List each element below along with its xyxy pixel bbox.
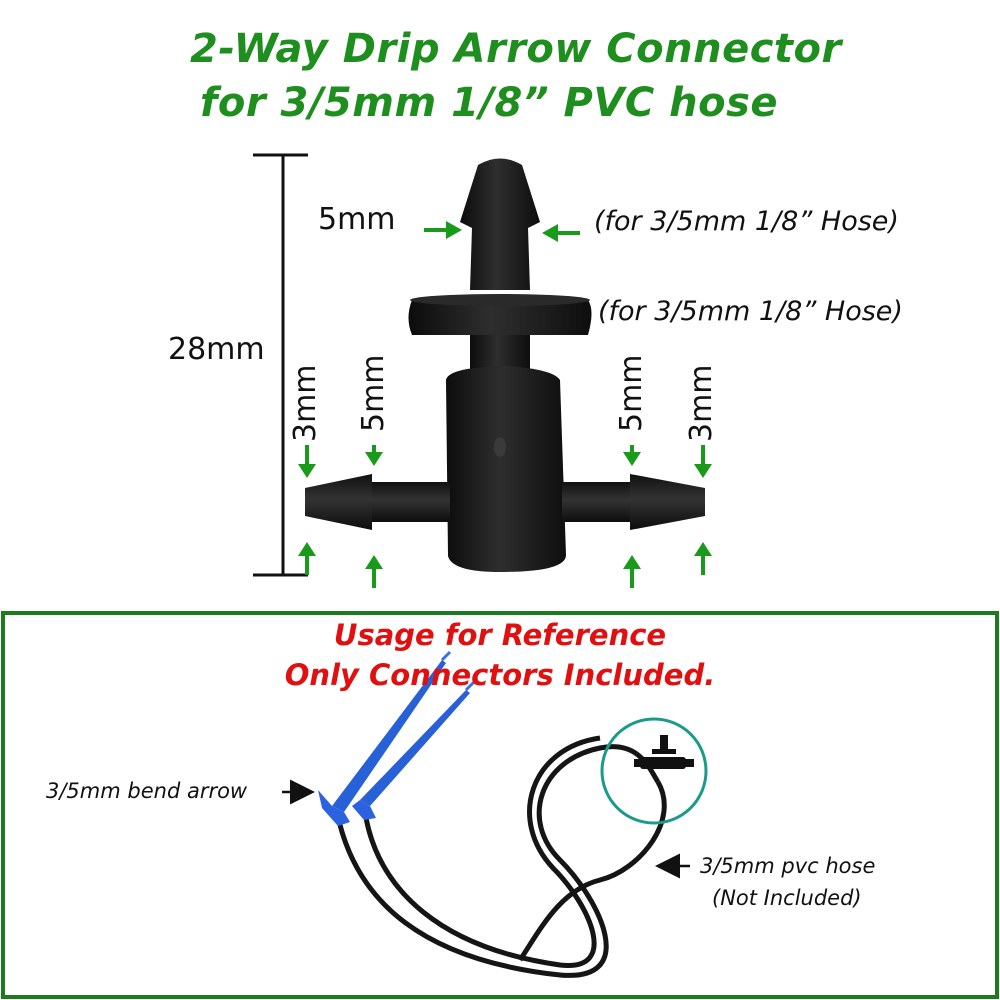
- arrow-top-right: [542, 224, 580, 242]
- height-dimension: 28mm: [168, 332, 265, 367]
- not-included-label: (Not Included): [712, 886, 862, 910]
- arrow-down-left-5mm: [365, 445, 383, 466]
- arrow-down-left-3mm: [298, 445, 316, 478]
- top-barb-dimension: 5mm: [318, 202, 396, 237]
- arrow-up-left-3mm: [298, 542, 316, 575]
- arrow-down-right-3mm: [694, 445, 712, 478]
- dimension-arrows: [298, 221, 712, 588]
- mini-connector: [634, 735, 694, 769]
- left-inner-dimension: 5mm: [356, 354, 391, 432]
- highlight-circle: [600, 717, 708, 825]
- right-inner-dimension: 5mm: [614, 354, 649, 432]
- connector-part: [305, 158, 705, 572]
- title-line-2: for 3/5mm 1/8” PVC hose: [200, 80, 779, 126]
- right-outer-dimension: 3mm: [684, 364, 719, 442]
- left-outer-dimension: 3mm: [288, 364, 323, 442]
- title-line-1: 2-Way Drip Arrow Connector: [190, 26, 842, 72]
- hose-note-middle: (for 3/5mm 1/8” Hose): [598, 296, 903, 327]
- bend-arrow-label: 3/5mm bend arrow: [46, 779, 248, 803]
- hose-note-top: (for 3/5mm 1/8” Hose): [594, 206, 899, 237]
- usage-illustration: [282, 650, 708, 978]
- usage-heading: Usage for Reference: [333, 618, 667, 652]
- height-bracket: [253, 153, 308, 577]
- usage-frame: [1, 611, 999, 999]
- arrow-up-right-3mm: [694, 542, 712, 575]
- arrow-top-left: [424, 221, 462, 239]
- arrow-up-left-5mm: [365, 555, 383, 588]
- arrow-up-right-5mm: [623, 555, 641, 588]
- usage-subheading: Only Connectors Included.: [284, 658, 716, 692]
- pvc-hose-label: 3/5mm pvc hose: [700, 854, 876, 878]
- arrow-down-right-5mm: [623, 445, 641, 466]
